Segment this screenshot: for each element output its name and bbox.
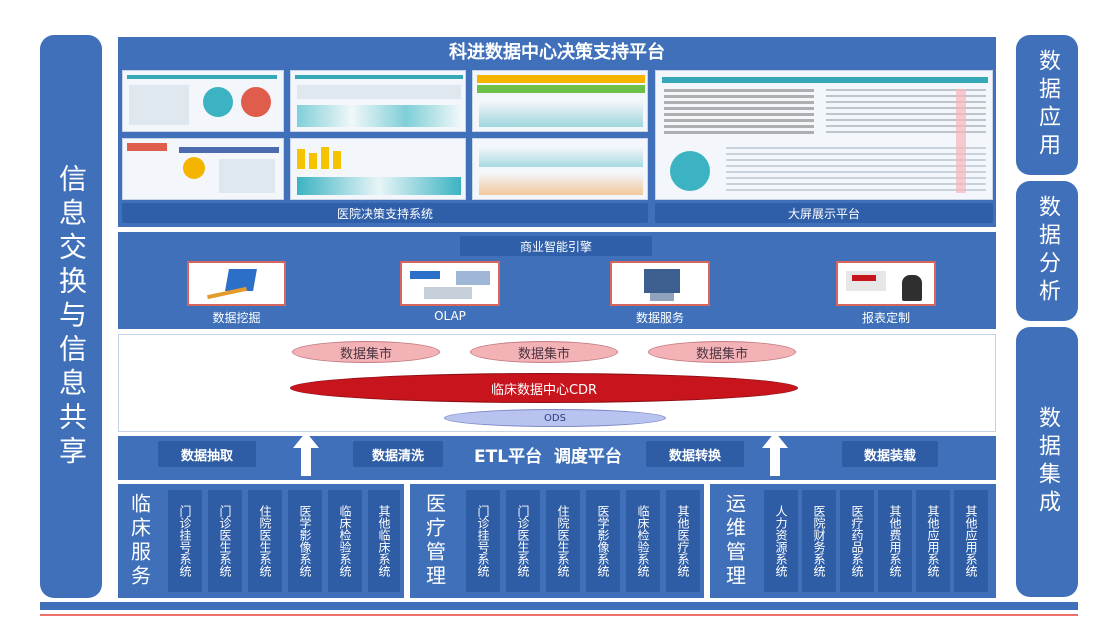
source-system: 其他费用系统: [878, 490, 912, 592]
etl-load-label: 数据装载: [842, 441, 938, 467]
source-group-title: 运维管理: [722, 493, 747, 589]
source-system: 临床检验系统: [626, 490, 660, 592]
dashboard-thumbnail: [290, 70, 466, 132]
bottom-bar: [40, 602, 1078, 610]
data-mart-capsule: 数据集市: [470, 341, 618, 363]
source-system: 住院医生系统: [546, 490, 580, 592]
source-system: 其他应用系统: [954, 490, 988, 592]
tool-label: OLAP: [434, 309, 466, 323]
data-mart-capsule: 数据集市: [292, 341, 440, 363]
dashboard-thumbnail: [122, 138, 284, 200]
etl-extract-label: 数据抽取: [158, 441, 256, 467]
source-system: 医院财务系统: [802, 490, 836, 592]
data-service-tool-icon: [610, 261, 710, 306]
data-mart-capsule: 数据集市: [648, 341, 796, 363]
report-custom-tool-icon: [836, 261, 936, 306]
up-arrow-icon: [293, 432, 319, 476]
source-system: 其他临床系统: [368, 490, 400, 592]
source-system: 门诊医生系统: [506, 490, 540, 592]
source-system: 医疗药品系统: [840, 490, 874, 592]
data-mining-tool-icon: [187, 261, 286, 306]
source-group-title: 医疗管理: [422, 493, 447, 589]
ods-capsule: ODS: [444, 409, 666, 427]
right-pill-label: 数据分析: [1035, 195, 1060, 307]
source-system: 临床检验系统: [328, 490, 362, 592]
left-side-pill: 信息交换与信息共享: [40, 35, 102, 598]
big-screen-thumbnail: [655, 70, 993, 200]
source-system: 其他应用系统: [916, 490, 950, 592]
right-pill-label: 数据集成: [1035, 406, 1060, 518]
right-pill-data-integration: 数据集成: [1016, 327, 1078, 597]
decision-support-screens: [122, 70, 648, 200]
source-system: 医学影像系统: [288, 490, 322, 592]
source-system: 门诊医生系统: [208, 490, 242, 592]
decision-support-caption: 医院决策支持系统: [122, 203, 648, 223]
right-pill-data-analysis: 数据分析: [1016, 181, 1078, 321]
cdr-capsule: 临床数据中心CDR: [290, 373, 798, 403]
source-system: 门诊挂号系统: [168, 490, 202, 592]
source-group-title: 临床服务: [127, 493, 152, 589]
dashboard-thumbnail: [290, 138, 466, 200]
right-pill-label: 数据应用: [1035, 49, 1060, 161]
source-system: 门诊挂号系统: [466, 490, 500, 592]
source-system: 住院医生系统: [248, 490, 282, 592]
page-title: 科进数据中心决策支持平台: [449, 42, 665, 63]
source-system: 医学影像系统: [586, 490, 620, 592]
tool-label: 数据服务: [635, 311, 684, 325]
bottom-line: [40, 614, 1078, 616]
etl-clean-label: 数据清洗: [353, 441, 443, 467]
olap-tool-icon: [400, 261, 500, 306]
source-system: 人力资源系统: [764, 490, 798, 592]
source-system: 其他医疗系统: [666, 490, 700, 592]
etl-transform-label: 数据转换: [646, 441, 744, 467]
tool-label: 报表定制: [861, 311, 910, 325]
source-group-operations: 运维管理 人力资源系统 医院财务系统 医疗药品系统 其他费用系统 其他应用系统 …: [710, 484, 996, 598]
source-group-medical: 医疗管理 门诊挂号系统 门诊医生系统 住院医生系统 医学影像系统 临床检验系统 …: [410, 484, 704, 598]
tool-label: 数据挖掘: [212, 311, 261, 325]
etl-platform-label: ETL平台 调度平台: [474, 446, 622, 467]
source-group-clinical: 临床服务 门诊挂号系统 门诊医生系统 住院医生系统 医学影像系统 临床检验系统 …: [118, 484, 404, 598]
bi-engine-label: 商业智能引擎: [460, 236, 652, 256]
dashboard-thumbnail: [472, 138, 648, 200]
up-arrow-icon: [762, 432, 788, 476]
right-pill-data-application: 数据应用: [1016, 35, 1078, 175]
big-screen-caption: 大屏展示平台: [655, 203, 993, 223]
dashboard-thumbnail: [472, 70, 648, 132]
dashboard-thumbnail: [122, 70, 284, 132]
left-side-pill-label: 信息交换与信息共享: [55, 163, 88, 470]
